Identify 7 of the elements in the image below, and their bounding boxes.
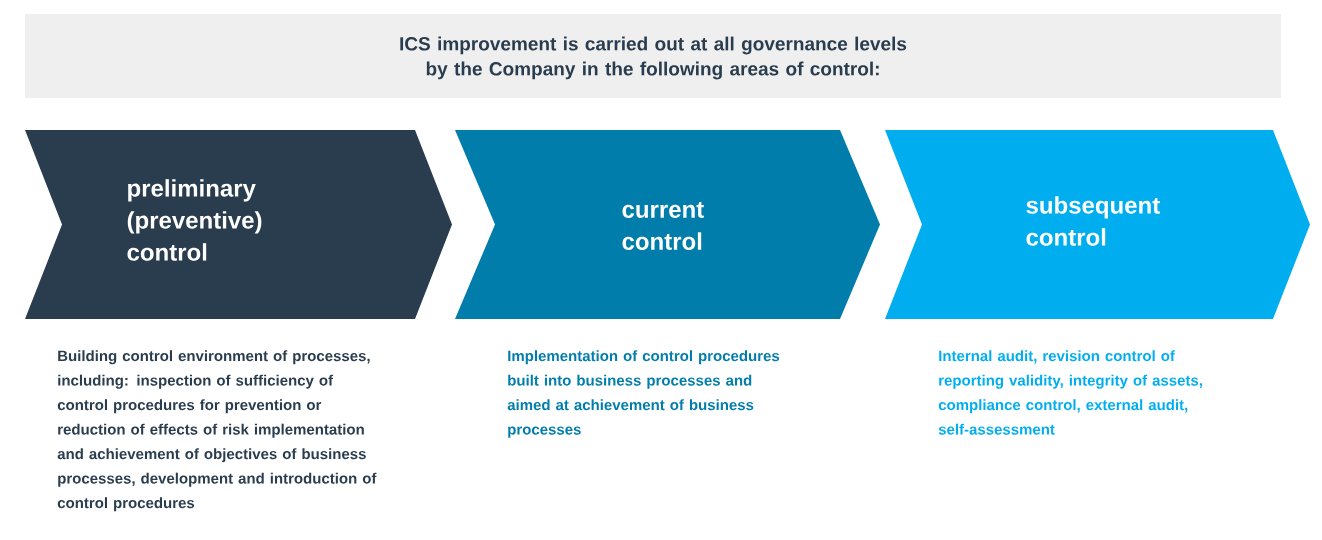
process-step-banner: subsequent control bbox=[885, 130, 1310, 319]
description: Internal audit, revision control of reporting validity, integrity of assets, compliance control, external audit, self-assessment bbox=[938, 350, 1202, 435]
process-step-banner: current control bbox=[455, 130, 880, 319]
process-step-banner: preliminary (preventive) control bbox=[25, 130, 452, 319]
title-band: ICS improvement is carried out at all governance levels by the Company in the following areas of control: bbox=[25, 14, 1281, 98]
description: Implementation of control procedures built into business processes and aimed at achievement of business processes bbox=[507, 350, 780, 438]
description: Building control environment of processes, including: inspection of sufficiency of control procedures for prevention or reduction of effects of risk implementation and achievement of objectives of business processes, development and introduction of control procedures bbox=[57, 350, 377, 512]
